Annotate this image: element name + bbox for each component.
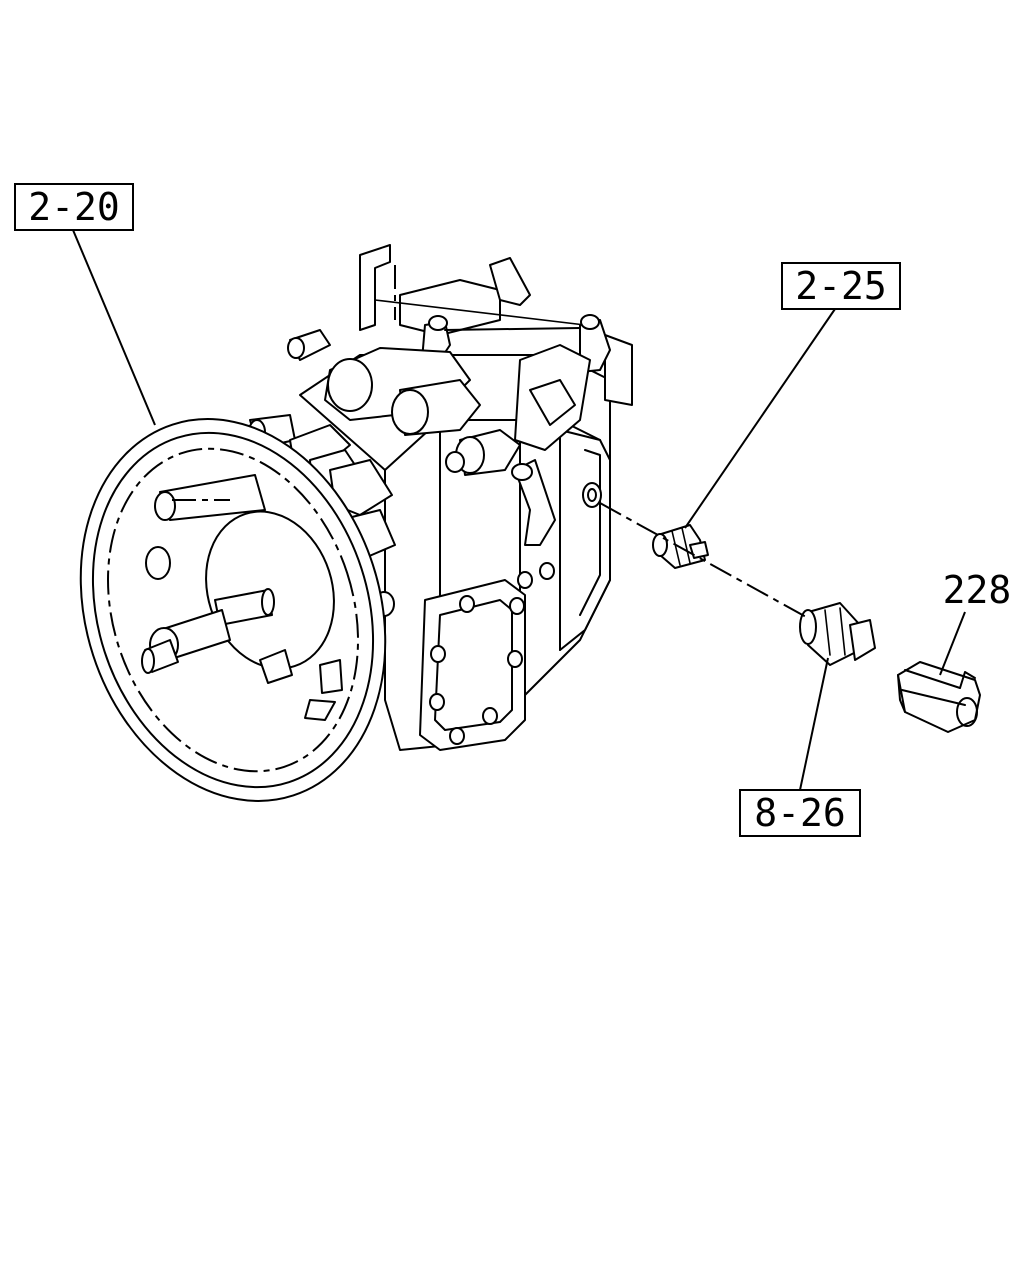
leader-line-connector <box>799 657 829 791</box>
callout-box <box>781 262 901 310</box>
callout-transmission: 2-20 <box>14 183 134 231</box>
leader-line-switch <box>684 308 836 529</box>
callout-box <box>14 183 134 231</box>
transmission-assembly <box>79 244 633 802</box>
leader-line-transmission <box>72 229 156 426</box>
callout-label: 8-26 <box>754 791 846 835</box>
callout-box <box>739 789 861 837</box>
callout-connector: 8-26 <box>739 789 861 837</box>
leader-line-clip <box>939 611 966 676</box>
connector-part <box>799 602 876 666</box>
callout-label: 2-25 <box>795 264 887 308</box>
callout-label: 2-20 <box>28 185 120 229</box>
callout-label: 228 <box>943 568 1012 612</box>
callout-switch: 2-25 <box>781 262 901 310</box>
assembly-axis <box>599 502 809 619</box>
callout-clip: 228 <box>943 568 1012 612</box>
clip-part <box>897 661 981 733</box>
